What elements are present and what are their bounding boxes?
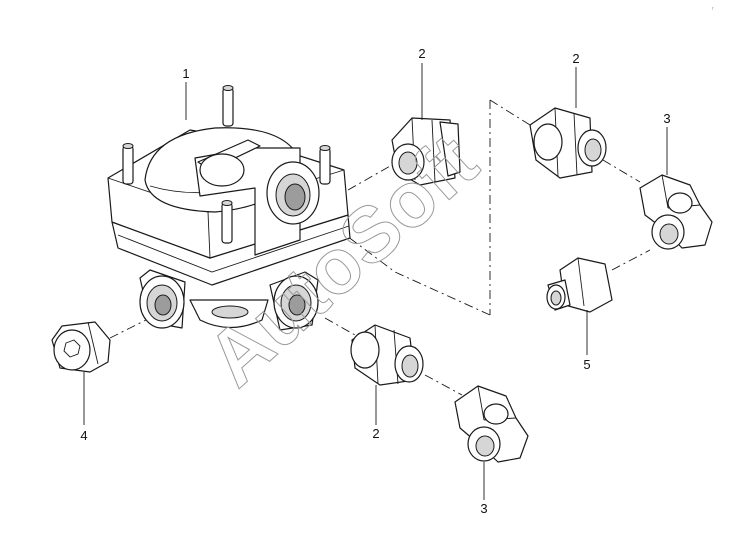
callout-5: 5 (583, 357, 590, 372)
elbow-part-3-right (639, 174, 713, 250)
elbow-part-3-bottom (454, 385, 529, 463)
callout-3-right: 3 (663, 111, 670, 126)
alignment-lines (109, 99, 651, 396)
callout-3-bottom: 3 (480, 501, 487, 516)
leader-lines (83, 63, 668, 500)
fitting-part-2-top-right (529, 107, 607, 179)
callout-2-top-center: 2 (418, 46, 425, 61)
outlet-port-right (269, 271, 319, 331)
fitting-part-2-bottom (350, 324, 424, 386)
callout-4: 4 (80, 428, 87, 443)
corner-mark: r (712, 6, 714, 12)
callout-1: 1 (182, 66, 189, 81)
mounting-studs (122, 85, 331, 244)
outlet-port-left (139, 269, 186, 329)
callout-2-top-right: 2 (572, 51, 579, 66)
inlet-port (194, 139, 320, 256)
callout-2-bottom: 2 (372, 426, 379, 441)
plug-part-4 (51, 321, 111, 373)
valve-body-part-1 (107, 85, 351, 331)
adapter-part-5 (546, 257, 613, 313)
fitting-part-2-top-center (391, 117, 461, 186)
